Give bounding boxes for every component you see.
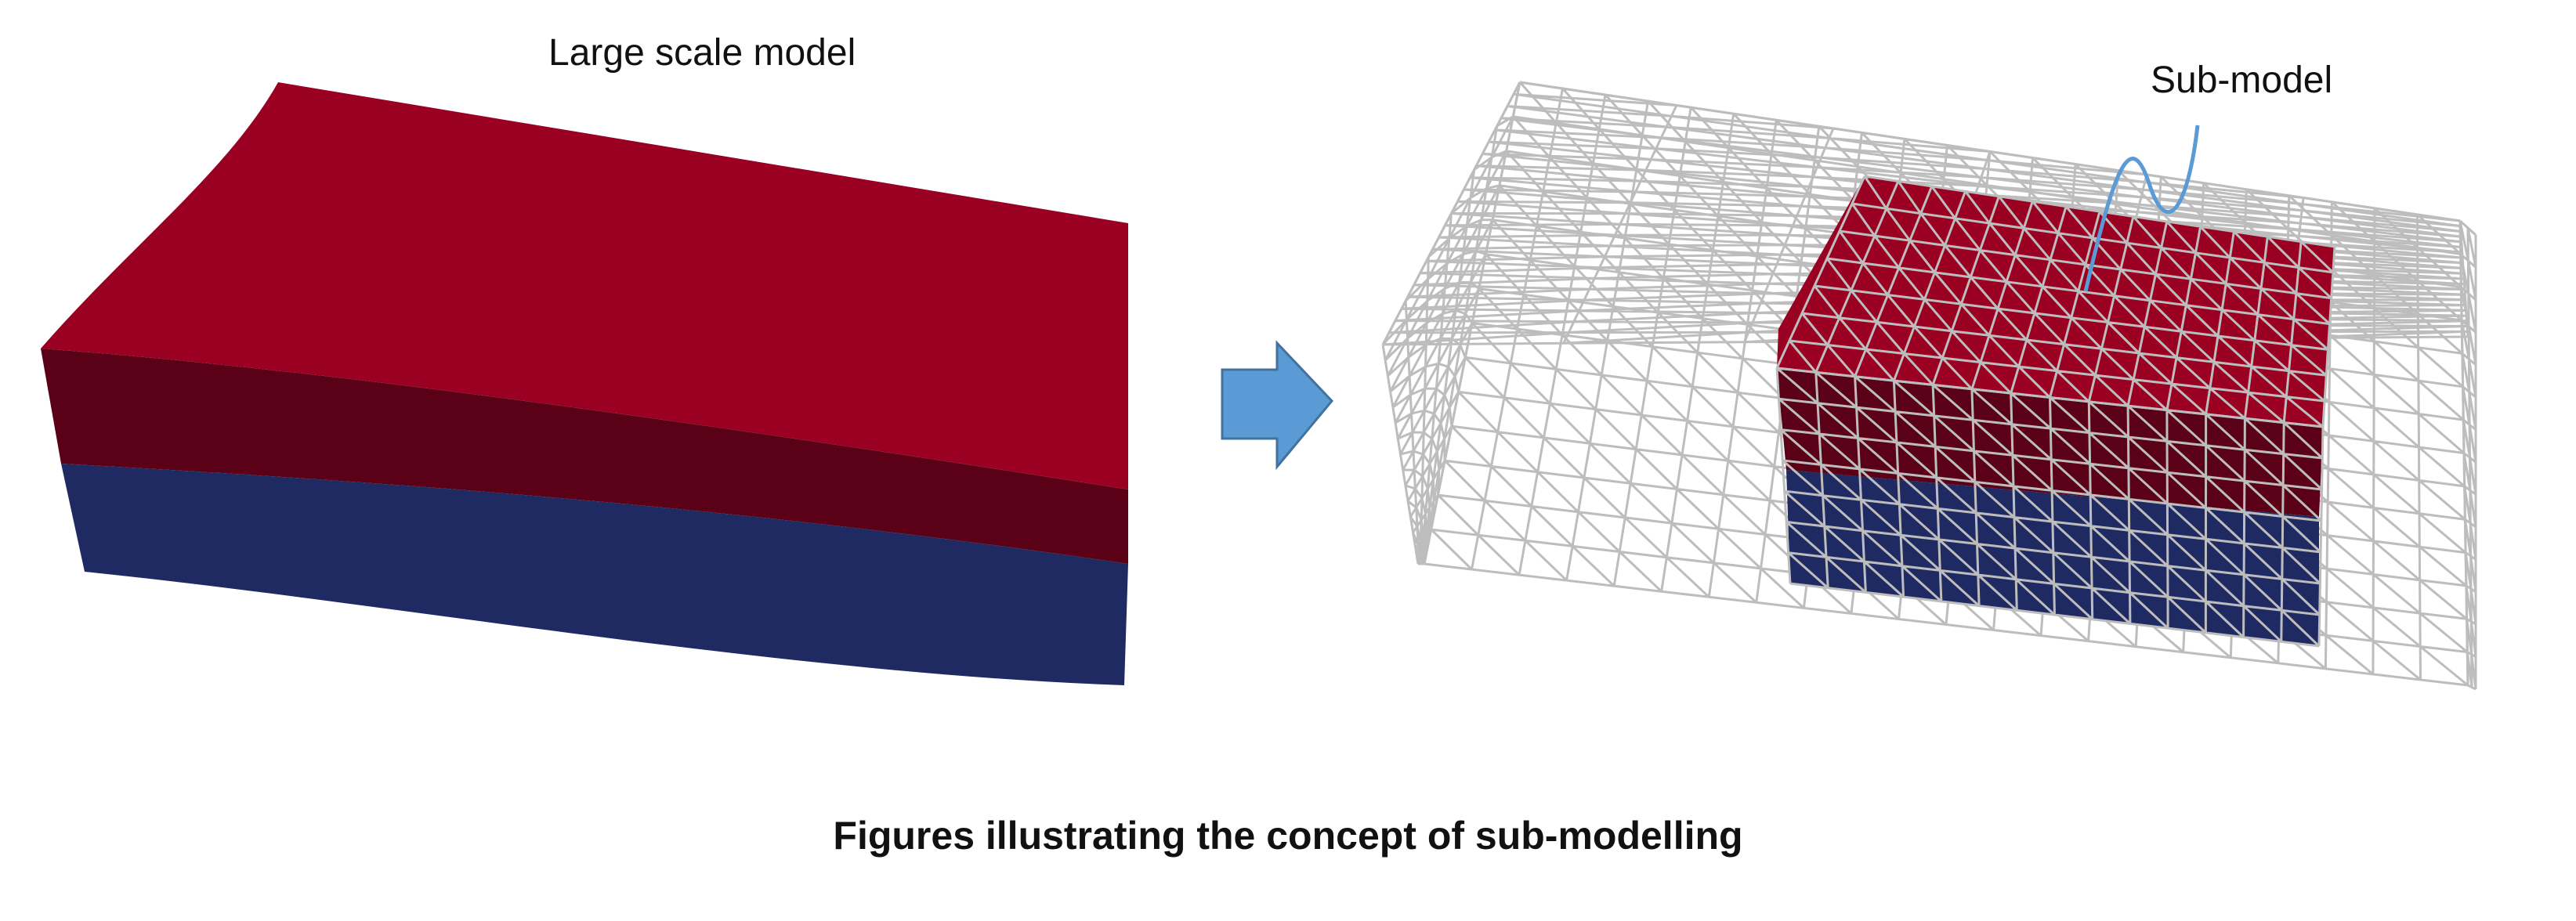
mesh-grid xyxy=(1775,367,2325,648)
large-scale-model-title: Large scale model xyxy=(548,32,856,74)
sub-model-title: Sub-model xyxy=(2151,60,2333,101)
mesh-grid xyxy=(2458,219,2477,691)
large-scale-model xyxy=(41,82,1128,685)
sub-model xyxy=(1775,175,2336,648)
top-layer-surface xyxy=(41,82,1128,489)
figure-caption: Figures illustrating the concept of sub-… xyxy=(833,814,1743,858)
bottom-layer-side xyxy=(61,464,1128,685)
sub-model-callout-line xyxy=(2083,125,2200,292)
right-arrow-icon xyxy=(1221,340,1334,471)
top-layer-side xyxy=(41,349,1128,564)
